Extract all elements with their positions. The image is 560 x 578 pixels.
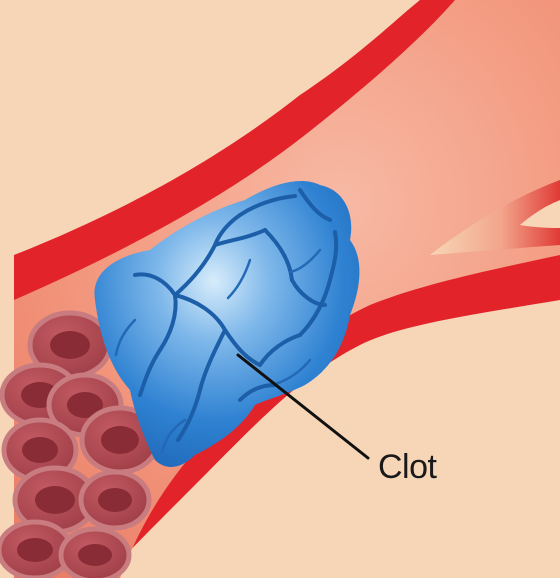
clot-label: Clot	[378, 450, 436, 484]
red-blood-cell-icon	[61, 529, 129, 578]
red-blood-cell-icon	[81, 472, 149, 528]
